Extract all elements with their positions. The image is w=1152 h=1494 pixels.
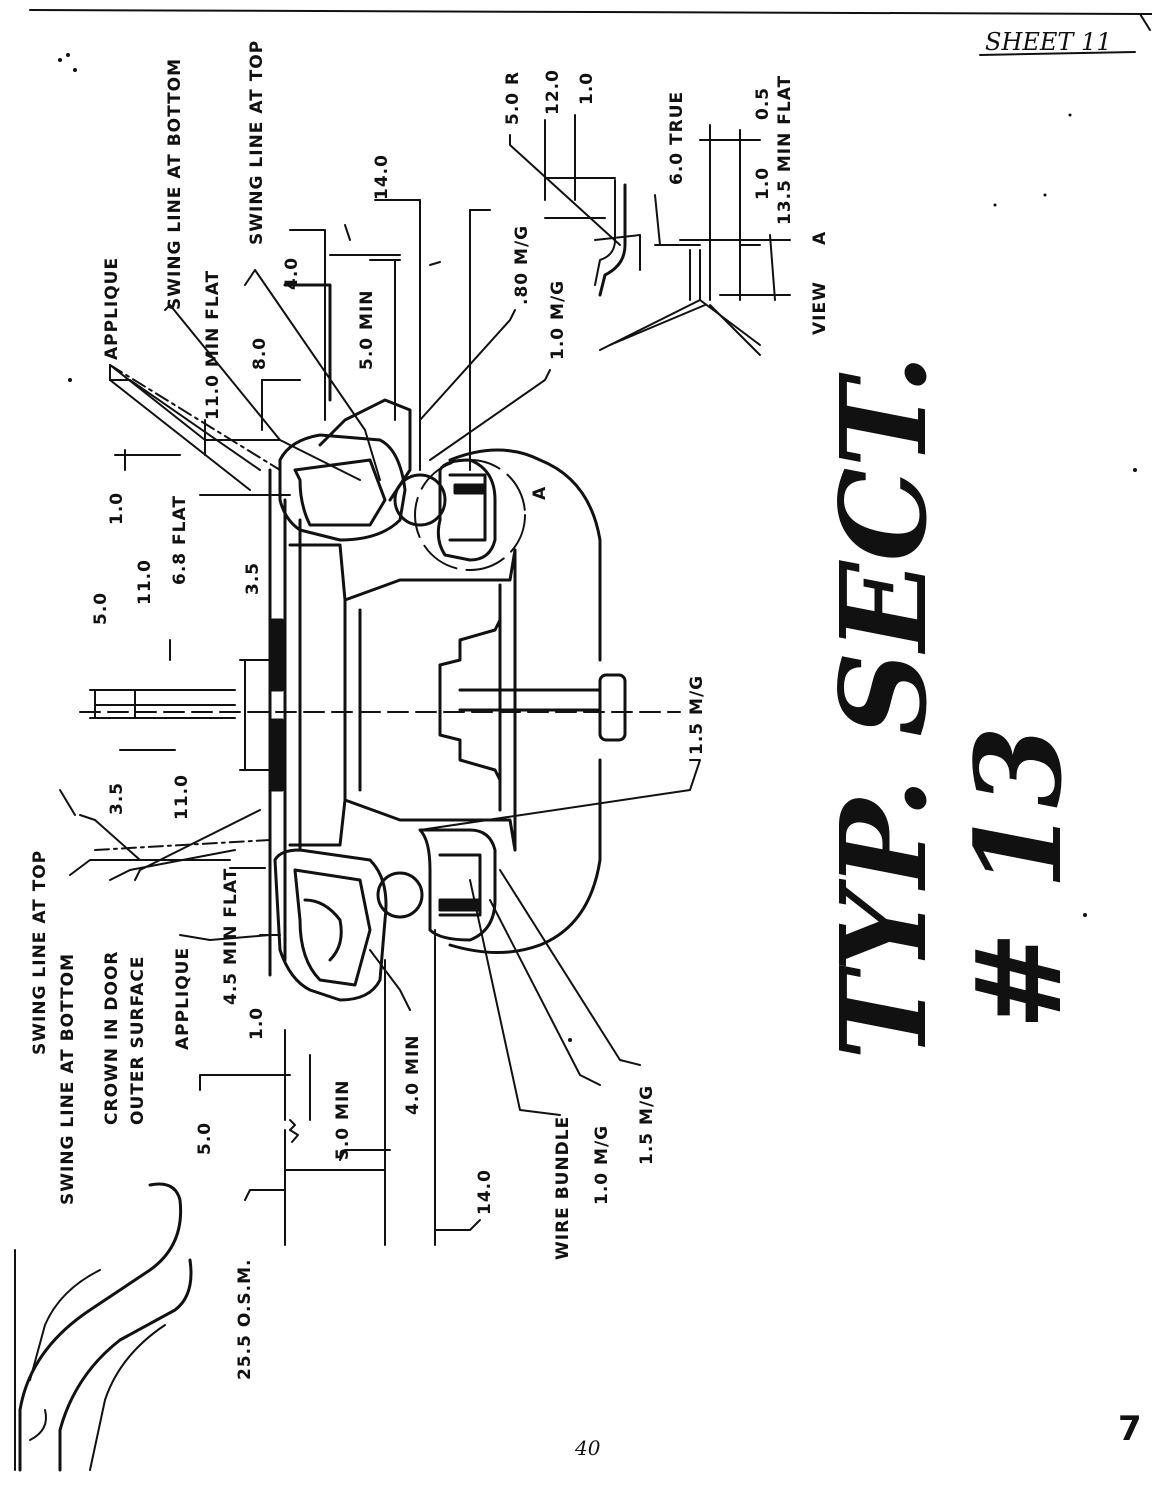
label-swing-line-bottom-left: SWING LINE AT BOTTOM — [58, 953, 78, 1205]
drawing-title: TYP. SECT. # 13 — [814, 354, 1088, 1060]
door-cross-section — [79, 283, 681, 1143]
detail-a-callout: A — [414, 459, 550, 571]
page-number: 40 — [574, 1436, 601, 1460]
top-border-line — [29, 9, 1152, 15]
label-swing-line-top-left: SWING LINE AT TOP — [30, 850, 50, 1055]
label-dim-0-5: 0.5 — [753, 87, 773, 120]
title-line-2: # 13 — [949, 726, 1088, 1030]
label-13-5-min-flat: 13.5 MIN FLAT — [775, 75, 795, 225]
label-dim-1-0-top: 1.0 — [107, 492, 127, 525]
label-applique-left: APPLIQUE — [173, 947, 193, 1050]
label-dim-8-0: 8.0 — [250, 337, 270, 370]
view-a-lines — [509, 114, 791, 356]
label-5-0-r: 5.0 R — [503, 71, 523, 125]
label-dim-5-0-left: 5.0 — [195, 1122, 215, 1155]
label-dim-11-0-b: 11.0 — [135, 559, 155, 605]
label-dim-3-5-a: 3.5 — [107, 782, 127, 815]
corner-mark: 7 — [1118, 1409, 1142, 1449]
sheet-label: SHEET 11 — [985, 28, 1112, 56]
label-1-0-mg-right: 1.0 M/G — [548, 280, 568, 360]
label-6-8-flat: 6.8 FLAT — [170, 495, 190, 585]
label-wire-bundle: WIRE BUNDLE — [553, 1116, 573, 1260]
left-callouts: SWING LINE AT TOP SWING LINE AT BOTTOM C… — [30, 850, 657, 1380]
label-4-5-min-flat: 4.5 MIN FLAT — [221, 868, 241, 1005]
section-marker-a: A — [530, 486, 550, 500]
label-crown-in-door: CROWN IN DOOR — [102, 951, 122, 1126]
top-border-tick — [1139, 13, 1151, 31]
label-dim-5-0-b: 5.0 — [91, 592, 111, 625]
label-swing-line-bottom-right: SWING LINE AT BOTTOM — [165, 58, 185, 310]
label-dim-14-0-left: 14.0 — [475, 1169, 495, 1215]
label-dim-11-0-a: 11.0 — [172, 774, 192, 820]
label-outer-surface: OUTER SURFACE — [128, 955, 148, 1125]
label-1-0-mg-left: 1.0 M/G — [592, 1125, 612, 1205]
label-view-letter: A — [810, 231, 830, 245]
label-dim-1-0-view: 1.0 — [753, 167, 773, 200]
top-dimensions: 3.5 11.0 5.0 11.0 6.8 FLAT 3.5 1.0 11.0 … — [91, 40, 707, 820]
label-dim-5-0-min-left: 5.0 MIN — [333, 1079, 353, 1160]
label-dim-12-0: 12.0 — [543, 69, 563, 115]
label-view: VIEW — [810, 281, 830, 335]
view-a-detail: 5.0 R 12.0 1.0 6.0 TRUE 0.5 1.0 13.5 MIN… — [503, 69, 830, 356]
top-leader-lines — [89, 199, 701, 831]
label-dim-1-0-r: 1.0 — [577, 72, 597, 105]
label-1-5-mg-left: 1.5 M/G — [637, 1085, 657, 1165]
label-dim-14-0-right: 14.0 — [372, 154, 392, 200]
label-6-0-true: 6.0 TRUE — [667, 91, 687, 185]
label-80-mg: .80 M/G — [512, 225, 532, 305]
car-silhouette-sketch — [14, 1182, 193, 1472]
sheet-label-underline — [979, 51, 1136, 56]
label-dim-4-0: 4.0 — [282, 257, 302, 290]
label-swing-line-top-right: SWING LINE AT TOP — [247, 40, 267, 245]
label-dim-1-0-left: 1.0 — [247, 1007, 267, 1040]
scan-specks — [58, 53, 1137, 1042]
label-1-5-mg-center: 1.5 M/G — [687, 675, 707, 755]
label-dim-25-5-osm: 25.5 O.S.M. — [235, 1259, 255, 1380]
label-applique-right: APPLIQUE — [102, 257, 122, 360]
label-dim-4-0-min-left: 4.0 MIN — [403, 1034, 423, 1115]
label-dim-5-0-min-right: 5.0 MIN — [357, 289, 377, 370]
title-line-1: TYP. SECT. — [814, 354, 953, 1060]
label-11-0-min-flat: 11.0 MIN FLAT — [203, 270, 223, 420]
label-dim-3-5-b: 3.5 — [243, 562, 263, 595]
